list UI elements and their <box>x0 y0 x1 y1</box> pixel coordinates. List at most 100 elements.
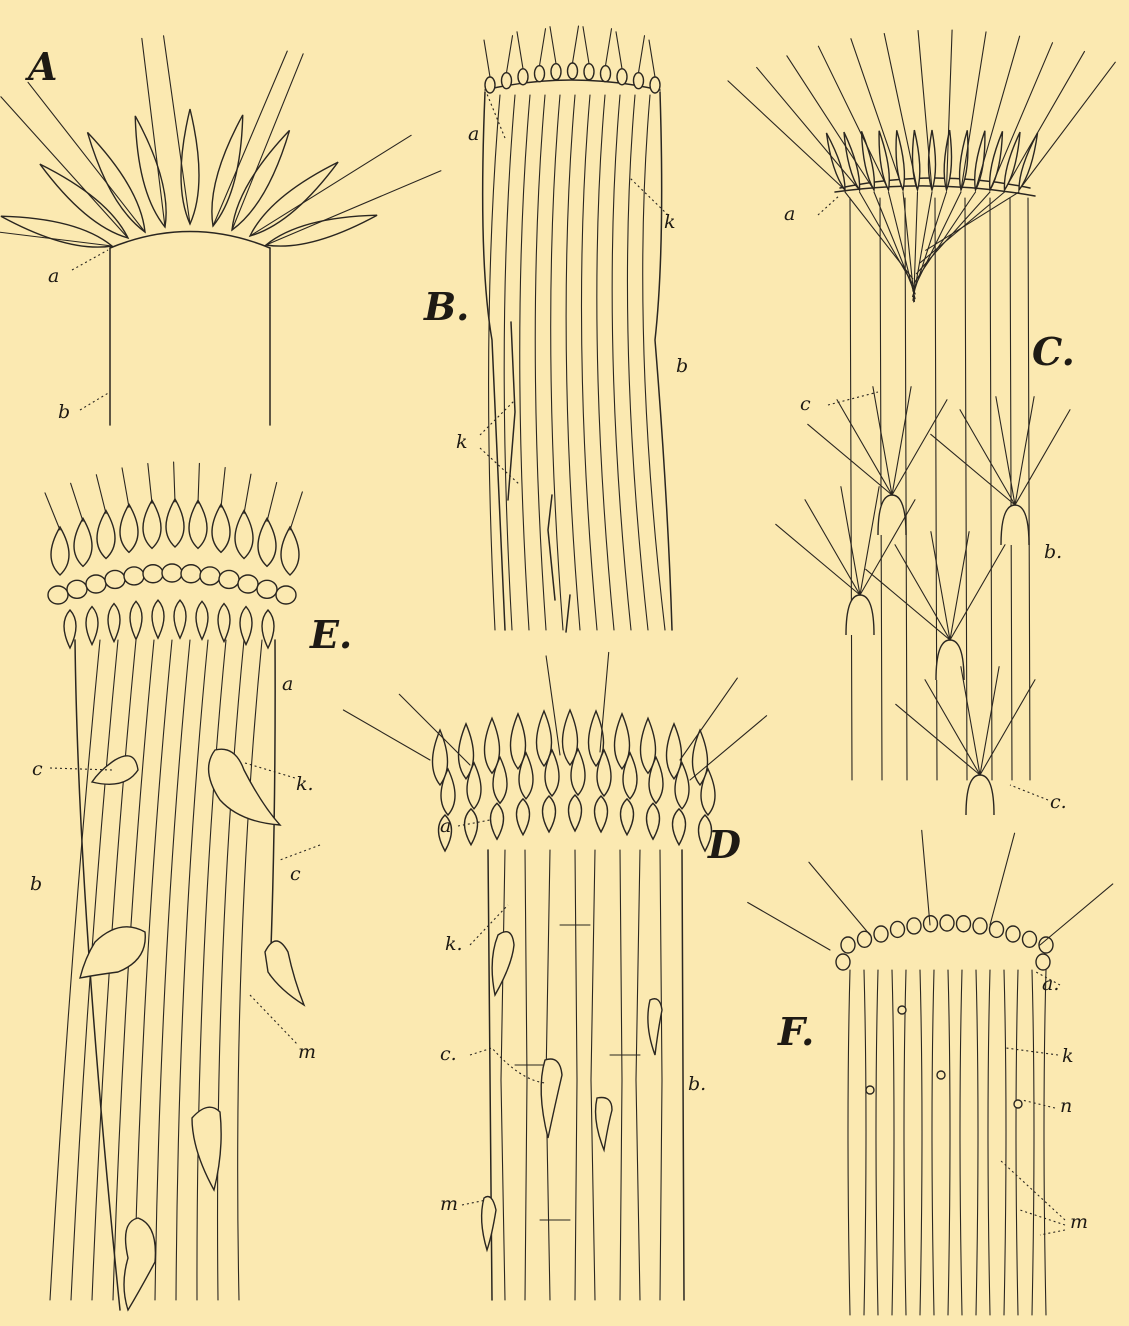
crown-cell <box>74 518 92 566</box>
cell <box>601 66 611 82</box>
cell <box>502 73 512 89</box>
bristle <box>71 483 83 521</box>
tuft-cell <box>936 640 964 680</box>
bristle <box>990 833 1015 925</box>
lower-bristle <box>914 192 976 283</box>
figure-d-part-b: b. <box>688 1073 706 1095</box>
bristle <box>606 29 612 66</box>
fiber <box>1032 970 1034 1315</box>
figure-f-label: F. <box>777 1009 814 1054</box>
crown-cell <box>51 527 69 575</box>
crown-cell <box>189 500 207 548</box>
figure-b-part-k-bottom: k <box>456 431 468 453</box>
bristle <box>148 464 152 504</box>
bristle <box>809 862 870 935</box>
cell <box>634 73 644 89</box>
bead-cell <box>874 926 888 942</box>
lower-cell <box>240 607 252 645</box>
fiber <box>948 970 950 1315</box>
crown-cell <box>281 527 299 575</box>
tuft-bristle <box>808 424 892 495</box>
bead-cell <box>841 937 855 953</box>
figure-f-part-k: k <box>1062 1045 1074 1067</box>
fiber <box>920 970 922 1315</box>
tuft-cell <box>878 495 906 535</box>
fiber <box>864 970 866 1315</box>
bristle <box>507 36 513 73</box>
fiber <box>134 640 172 1300</box>
crown-cell <box>162 564 182 582</box>
fiber <box>932 970 934 1315</box>
bristle <box>550 27 556 64</box>
bristle <box>540 29 546 66</box>
bristle <box>990 43 1053 190</box>
figure-c-part-c: c <box>800 393 811 415</box>
figure-a-part-a: a <box>48 265 59 287</box>
figure-d-part-a: a <box>440 815 451 837</box>
cell <box>617 69 627 85</box>
figure-d-part-m: m <box>440 1193 458 1215</box>
bristle <box>748 903 830 951</box>
bristle <box>1040 884 1113 945</box>
figure-c-label: C. <box>1032 329 1075 374</box>
crown-cell <box>181 565 201 583</box>
cell <box>650 77 660 93</box>
figure-e-part-b: b <box>30 873 42 895</box>
crown-cell <box>86 575 106 593</box>
figure-e-part-a: a <box>282 673 293 695</box>
figure-d-part-c: c. <box>440 1043 457 1065</box>
bristle <box>198 463 199 503</box>
crown-cell <box>276 586 296 604</box>
figure-a-part-b: b <box>58 401 70 423</box>
petal <box>181 109 199 224</box>
fiber <box>876 970 878 1315</box>
lower-cell <box>218 604 230 642</box>
figure-c: a C. c b. c. <box>728 30 1115 815</box>
cell <box>912 130 919 190</box>
crown-cell <box>219 570 239 588</box>
cell <box>584 64 594 80</box>
fiber <box>535 95 546 630</box>
lower-cell <box>647 803 660 839</box>
bristle <box>922 830 930 925</box>
fiber <box>1016 970 1018 1315</box>
figure-e-label: E. <box>309 612 352 657</box>
bead-cell <box>1023 931 1037 947</box>
bead-cell <box>1036 954 1050 970</box>
tuft-cell <box>846 595 874 635</box>
fiber <box>1004 970 1006 1315</box>
bristle <box>45 493 60 530</box>
cell <box>551 64 561 80</box>
fiber <box>848 970 850 1315</box>
cell <box>518 69 528 85</box>
figure-e-part-c: c <box>32 758 43 780</box>
cell <box>1019 133 1038 190</box>
figure-e-part-c-right: c <box>290 863 301 885</box>
fiber <box>501 850 505 1300</box>
fiber <box>988 970 990 1315</box>
node <box>937 1071 945 1079</box>
fiber <box>990 198 992 780</box>
lower-bristle <box>926 192 1019 250</box>
fiber <box>636 850 640 1300</box>
bristle <box>96 475 106 514</box>
fiber <box>960 970 962 1315</box>
bead-cell <box>836 954 850 970</box>
fiber <box>566 95 580 630</box>
fiber <box>880 198 882 780</box>
bristle <box>267 483 277 522</box>
fiber <box>575 850 577 1300</box>
figure-a-label: A <box>25 44 57 89</box>
bristle <box>757 67 860 190</box>
lower-cell <box>262 610 274 648</box>
fiber <box>905 198 907 780</box>
fiber <box>892 970 894 1315</box>
lower-cell <box>465 809 478 845</box>
lower-cell <box>673 809 686 845</box>
lower-cell <box>130 601 142 639</box>
figure-b-part-a: a <box>468 123 479 145</box>
cell <box>990 131 1003 190</box>
crown-cell <box>124 567 144 585</box>
fiber <box>551 95 563 630</box>
